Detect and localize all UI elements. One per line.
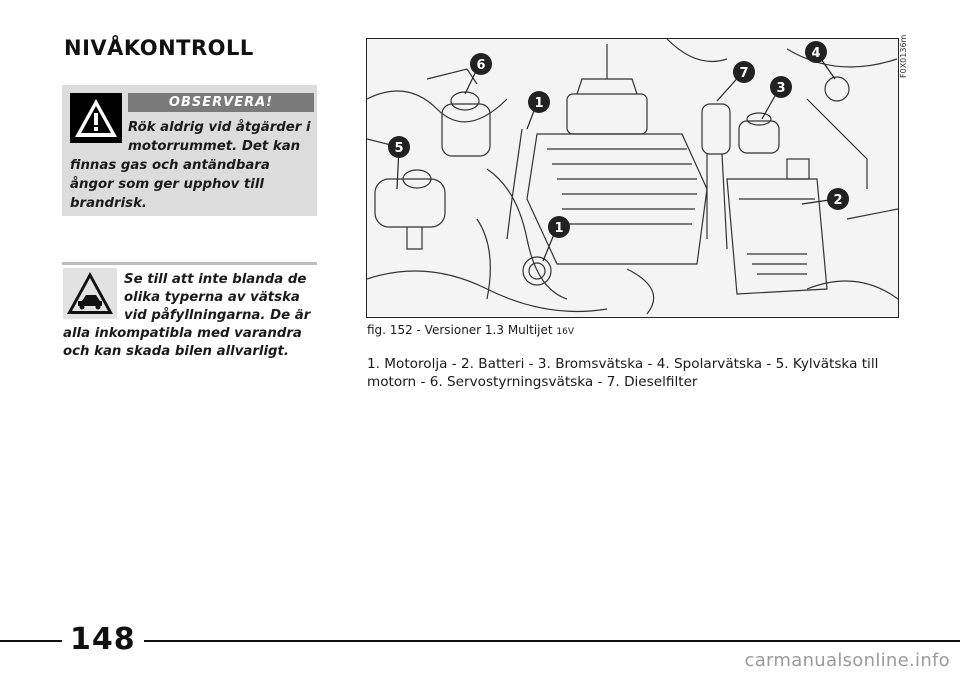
figure-caption-main: fig. 152 - Versioner 1.3 Multijet xyxy=(367,323,557,337)
warning-text-top: Rök aldrig vid åtgärder i motorrummet. D… xyxy=(128,120,311,154)
callout-1-bottom: 1 xyxy=(554,221,563,236)
figure-legend: 1. Motorolja - 2. Batteri - 3. Bromsväts… xyxy=(367,356,879,390)
callout-1-top: 1 xyxy=(534,96,543,111)
car-caution-triangle-icon xyxy=(63,268,117,319)
callout-7: 7 xyxy=(739,66,748,81)
callout-2: 2 xyxy=(833,193,842,208)
section-divider xyxy=(62,262,317,265)
page-number: 148 xyxy=(62,622,144,657)
warning-text-bottom: finnas gas och antändbara ångor som ger … xyxy=(70,158,270,211)
callout-4: 4 xyxy=(811,46,820,61)
figure-caption: fig. 152 - Versioner 1.3 Multijet 16V xyxy=(367,323,574,337)
figure-code: F0X0136m xyxy=(899,34,908,78)
footer-rule xyxy=(0,640,960,642)
watermark: carmanualsonline.info xyxy=(744,650,950,671)
caution-text-top: Se till att inte blanda de olika typerna… xyxy=(124,272,311,323)
warning-label: OBSERVERA! xyxy=(128,93,314,112)
engine-bay-illustration: 6 1 5 1 7 3 4 2 xyxy=(367,39,898,315)
figure-caption-small: 16V xyxy=(556,327,575,337)
page-title: NIVÅKONTROLL xyxy=(64,36,254,60)
caution-text-bottom: alla inkompatibla med varandra och kan s… xyxy=(63,326,302,359)
warning-triangle-icon xyxy=(70,93,122,143)
callout-3: 3 xyxy=(776,81,785,96)
warning-box: OBSERVERA! Rök aldrig vid åtgärder i mot… xyxy=(62,85,317,216)
engine-bay-figure: 6 1 5 1 7 3 4 2 xyxy=(366,38,899,318)
callout-6: 6 xyxy=(476,58,485,73)
callout-5: 5 xyxy=(394,141,403,156)
